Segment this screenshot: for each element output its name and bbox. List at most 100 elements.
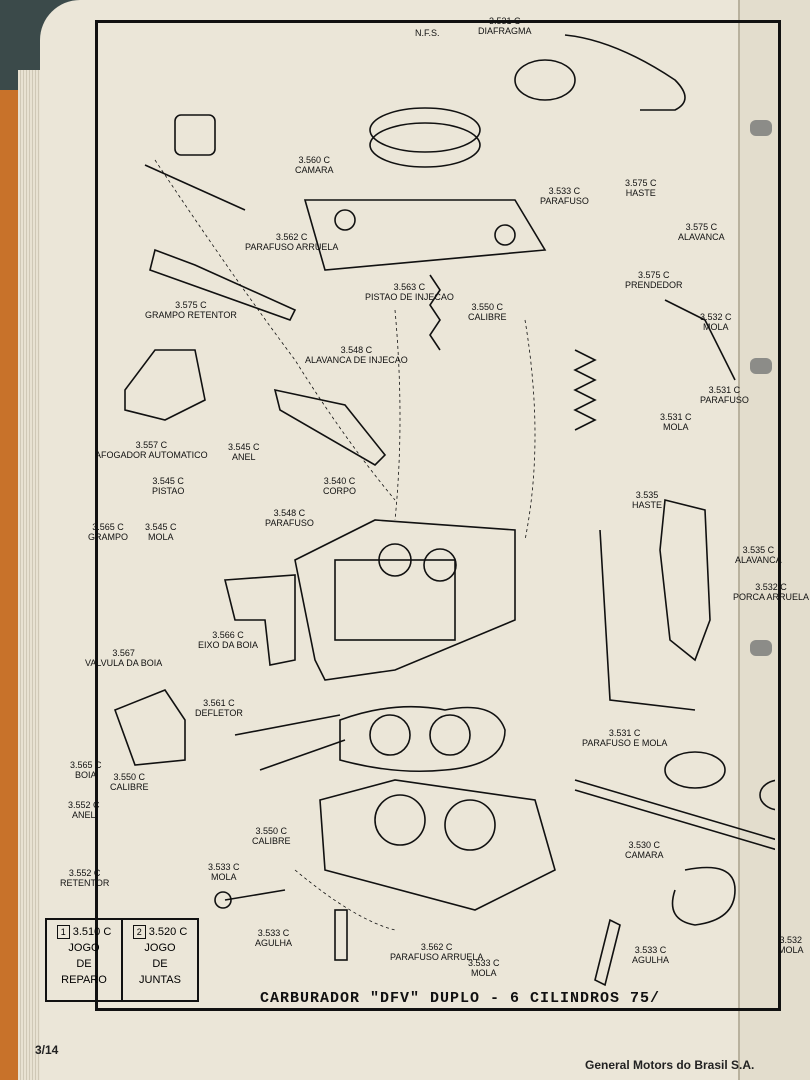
legend-line: REPARO [61,974,107,986]
part-name: PORCA ARRUELA [733,592,810,602]
part-code: 3.535 [635,490,659,500]
legend-line: JOGO [144,942,176,954]
part-name: CORPO [323,486,357,496]
part-name: ANEL [72,810,96,820]
part-name: ALAVANCA DE INJECAO [305,355,408,365]
publisher: General Motors do Brasil S.A. [585,1058,755,1072]
part-code: 3.533 C [634,945,667,955]
part-name: ANEL [232,452,256,462]
part-name: GRAMPO [88,532,129,542]
part-code: 3.575 C [637,270,670,280]
part-name: CALIBRE [252,836,291,846]
part-name: PISTAO DE INJECAO [365,292,454,302]
part-name: AGULHA [255,938,293,948]
part-code: 3.540 C [323,476,356,486]
legend-line: JUNTAS [139,974,181,986]
part-code: 3.548 C [340,345,373,355]
part-code: 3.531 C [488,16,521,26]
part-code: 3.531 C [708,385,741,395]
part-name: BOIA [75,770,97,780]
part-name: MOLA [471,968,497,978]
part-code: 3.567 [112,648,135,658]
part-code: 3.566 C [212,630,244,640]
part-name: CALIBRE [110,782,149,792]
page-number: 3/14 [35,1043,59,1057]
part-name: HASTE [632,500,663,510]
part-code: 3.550 C [471,302,504,312]
part-name: MOLA [778,945,804,955]
part-name: PARAFUSO E MOLA [582,738,668,748]
part-code: 3.575 C [175,300,207,310]
part-name: RETENTOR [60,878,110,888]
part-name: HASTE [625,188,656,198]
part-code: 3.533 C [548,186,581,196]
part-code: 3.533 C [208,862,240,872]
binder-ring [750,358,772,374]
part-name: MOLA [703,322,729,332]
part-code: 3.561 C [203,698,235,708]
part-name: VALVULA DA BOIA [85,658,163,668]
part-name: DIAFRAGMA [478,26,532,36]
part-code: 3.550 C [113,772,146,782]
part-code: 3.557 C [135,440,168,450]
part-name: AFOGADOR AUTOMATICO [95,450,208,460]
legend-number: 2 [132,925,146,939]
part-code: 3.565 C [92,522,124,532]
label-nfs-top: N.F.S. [415,28,440,38]
part-name: PARAFUSO [700,395,749,405]
legend-line: DE [152,958,168,970]
part-name: EIXO DA BOIA [198,640,259,650]
part-name: CALIBRE [468,312,507,322]
legend-number: 1 [56,925,70,939]
part-name: ALAVANCA [678,232,725,242]
part-code: 3.552 C [68,800,100,810]
part-name: PARAFUSO ARRUELA [390,952,484,962]
part-name: CAMARA [295,165,334,175]
part-name: MOLA [148,532,174,542]
part-code: 3.565 C [70,760,102,770]
diagram-frame [95,20,781,1011]
part-name: PARAFUSO [265,518,314,528]
part-name: PARAFUSO [540,196,589,206]
manual-page [40,0,810,1080]
part-name: PISTAO [152,486,185,496]
part-code: 3.532 C [755,582,787,592]
part-code: 3.545 C [152,476,184,486]
part-name: PARAFUSO ARRUELA [245,242,339,252]
adjacent-page [738,0,810,1080]
part-code: 3.545 C [228,442,260,452]
part-code: 3.575 C [685,222,718,232]
part-code: 3.548 C [273,508,306,518]
exploded-carburetor-diagram [113,34,775,987]
